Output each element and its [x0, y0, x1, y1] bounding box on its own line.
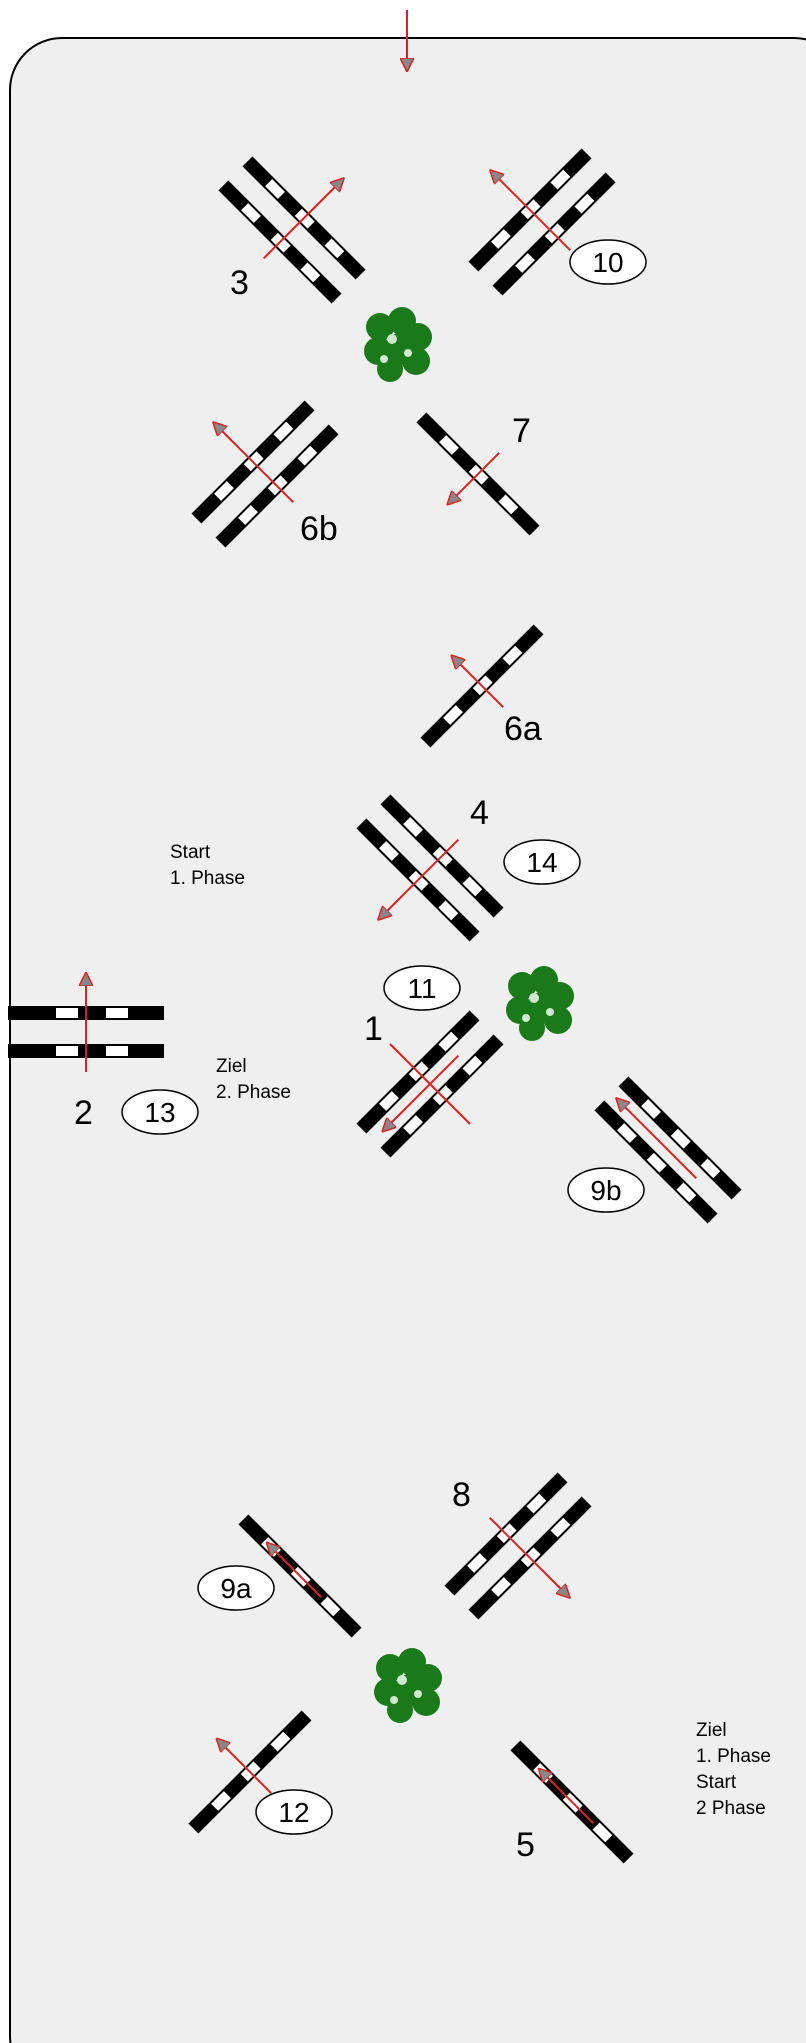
svg-text:13: 13 [144, 1097, 175, 1128]
obstacle-4 [356, 794, 504, 942]
obstacle-10 [468, 148, 616, 296]
svg-text:9a: 9a [220, 1573, 252, 1604]
svg-text:Ziel: Ziel [696, 1720, 727, 1741]
svg-text:14: 14 [526, 847, 557, 878]
svg-text:2 Phase: 2 Phase [696, 1798, 766, 1819]
circled-label-13: 13 [121, 1089, 199, 1135]
tree-icon [374, 1648, 442, 1723]
direction-arrow-icon [493, 173, 571, 251]
direction-arrow-icon [450, 452, 500, 502]
circled-label-14: 14 [503, 839, 581, 885]
obstacle-7 [416, 412, 540, 536]
tree-icon [364, 307, 432, 382]
arena-outline [9, 37, 806, 2043]
direction-arrow-icon [269, 1545, 322, 1598]
tree-icon [506, 966, 574, 1041]
direction-arrow-icon [219, 1741, 272, 1794]
svg-text:9b: 9b [590, 1175, 621, 1206]
circled-label-11: 11 [383, 965, 461, 1011]
label-8: 8 [452, 1476, 471, 1514]
note-start-phase1: Start 1. Phase [170, 842, 245, 889]
obstacle-5 [510, 1740, 634, 1864]
svg-text:12: 12 [278, 1797, 309, 1828]
obstacle-9b [594, 1076, 742, 1224]
svg-text:Start: Start [170, 842, 211, 863]
direction-arrow-icon [381, 839, 459, 918]
svg-text:Start: Start [696, 1772, 737, 1793]
note-ziel-phase2: Ziel 2. Phase [216, 1056, 291, 1103]
obstacle-6a [420, 624, 544, 748]
circled-label-12: 12 [255, 1789, 333, 1835]
label-5: 5 [516, 1826, 535, 1864]
circled-label-9a: 9a [197, 1565, 275, 1611]
circled-label-10: 10 [569, 239, 647, 285]
label-2: 2 [74, 1094, 93, 1132]
direction-arrow-icon [489, 1517, 568, 1596]
obstacle-1 [356, 1010, 504, 1158]
note-ziel-phase1-start-phase2: Ziel 1. Phase Start 2 Phase [696, 1720, 771, 1819]
svg-text:10: 10 [592, 247, 623, 278]
svg-text:Ziel: Ziel [216, 1056, 247, 1077]
obstacle-2 [8, 976, 164, 1072]
label-1: 1 [364, 1010, 383, 1048]
direction-arrow-icon [541, 1771, 594, 1824]
direction-arrow-icon [454, 658, 504, 708]
label-3: 3 [230, 264, 249, 302]
obstacle-8 [444, 1472, 592, 1620]
circled-label-9b: 9b [567, 1167, 645, 1213]
direction-arrow-icon [263, 181, 342, 259]
direction-arrow-icon [216, 425, 294, 503]
obstacle-6b [191, 400, 339, 548]
label-6b: 6b [300, 510, 338, 548]
svg-text:1. Phase: 1. Phase [696, 1746, 771, 1767]
svg-text:1. Phase: 1. Phase [170, 868, 245, 889]
obstacle-9a [238, 1514, 362, 1638]
svg-text:2. Phase: 2. Phase [216, 1082, 291, 1103]
obstacle-12 [188, 1710, 312, 1834]
obstacle-3 [218, 156, 366, 304]
svg-text:11: 11 [407, 973, 436, 1004]
label-4: 4 [470, 794, 489, 832]
label-7: 7 [512, 412, 531, 450]
label-6a: 6a [504, 710, 542, 748]
